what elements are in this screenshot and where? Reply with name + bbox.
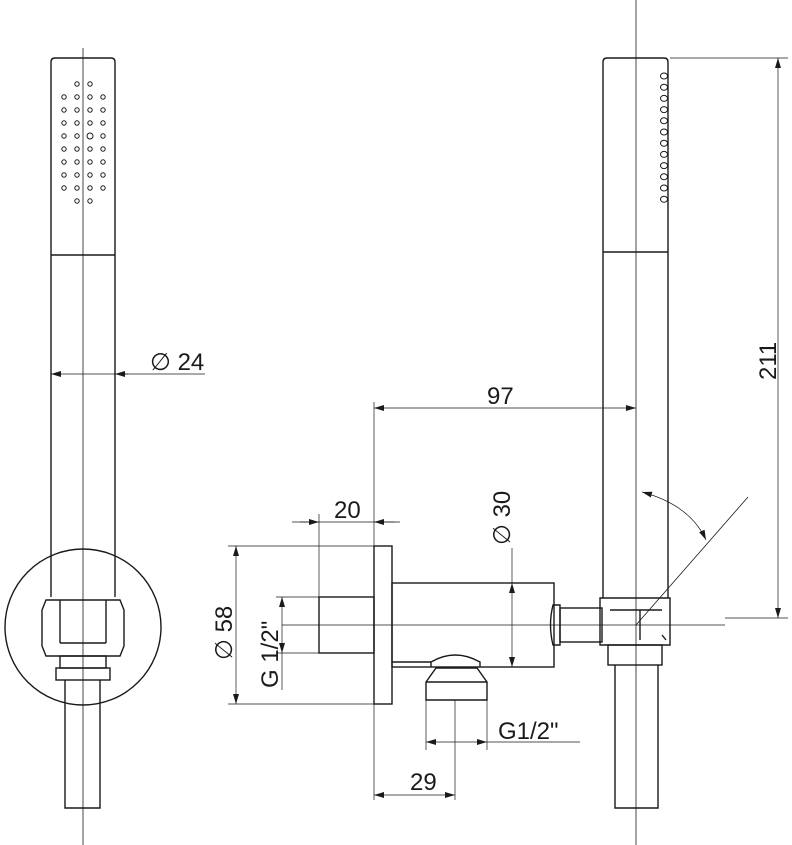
side-nozzle	[660, 94, 668, 102]
nozzle	[61, 185, 67, 191]
nozzle	[100, 94, 106, 100]
nozzle-grid	[61, 81, 106, 204]
swivel-angle-arc	[641, 491, 707, 541]
nozzle	[87, 172, 93, 178]
nozzle	[87, 198, 93, 204]
front-view: ∅ 24	[4, 48, 205, 845]
nozzle	[87, 94, 93, 100]
dim-29-label: 29	[410, 769, 437, 796]
nozzle	[100, 120, 106, 126]
nozzle	[100, 146, 106, 152]
side-outlet-nut	[425, 667, 488, 701]
side-holder-notch	[661, 634, 667, 641]
nozzle	[74, 159, 80, 165]
nozzle	[61, 94, 67, 100]
nozzle	[86, 132, 94, 140]
nozzle	[74, 146, 80, 152]
side-nozzle	[660, 162, 668, 170]
front-wall-flange	[4, 548, 162, 706]
nozzle	[87, 159, 93, 165]
nozzle	[61, 120, 67, 126]
side-nozzle	[660, 173, 668, 181]
nozzle	[100, 172, 106, 178]
side-nozzle	[660, 139, 668, 147]
nozzle	[87, 81, 93, 87]
side-nozzle-row	[660, 72, 668, 203]
side-nozzle	[660, 72, 668, 80]
side-nozzle	[660, 128, 668, 136]
dim-58-label: ∅ 58	[211, 606, 238, 660]
side-nozzle	[660, 195, 668, 203]
front-hose	[64, 680, 101, 809]
side-nozzle	[660, 106, 668, 114]
side-view: 211 97 20 ∅ 30 ∅ 58 G 1/2" G1/2"	[211, 0, 788, 845]
side-nozzle	[660, 150, 668, 158]
side-nozzle	[660, 83, 668, 91]
nozzle	[61, 172, 67, 178]
nozzle	[74, 120, 80, 126]
nozzle	[74, 185, 80, 191]
nozzle	[61, 107, 67, 113]
nozzle	[87, 146, 93, 152]
side-hose-fitting	[607, 644, 663, 666]
side-shower-head	[602, 57, 669, 252]
nozzle	[87, 107, 93, 113]
front-handle-body	[50, 255, 116, 597]
swivel-angle-line	[635, 496, 749, 626]
nozzle	[61, 146, 67, 152]
nozzle	[74, 81, 80, 87]
side-nozzle	[660, 117, 668, 125]
front-hose-fitting	[55, 667, 111, 681]
nozzle	[87, 120, 93, 126]
nozzle	[87, 185, 93, 191]
side-hose	[614, 665, 659, 809]
dim-30-label: ∅ 30	[489, 491, 516, 545]
dim-211-label: 211	[755, 342, 782, 380]
front-holder-bracket	[41, 599, 125, 657]
nozzle	[61, 159, 67, 165]
side-nozzle	[660, 184, 668, 192]
nozzle	[61, 133, 67, 139]
dim-handle-diameter-label: ∅ 24	[150, 349, 204, 376]
nozzle	[74, 133, 80, 139]
nozzle	[74, 94, 80, 100]
nozzle	[100, 107, 106, 113]
nozzle	[100, 185, 106, 191]
nozzle	[74, 172, 80, 178]
dim-outlet-label: G1/2"	[498, 718, 559, 745]
side-inlet-thread	[318, 596, 375, 654]
dim-97-label: 97	[487, 383, 514, 410]
dim-20-label: 20	[334, 497, 361, 524]
nozzle	[74, 198, 80, 204]
dim-inlet-label: G 1/2"	[257, 621, 284, 688]
side-holder	[599, 597, 671, 646]
side-swivel-cap	[549, 604, 561, 646]
side-outlet-elbow	[430, 654, 481, 667]
side-handle-body	[602, 252, 669, 598]
nozzle	[74, 107, 80, 113]
nozzle	[100, 159, 106, 165]
nozzle	[100, 133, 106, 139]
front-shower-head	[50, 57, 116, 255]
